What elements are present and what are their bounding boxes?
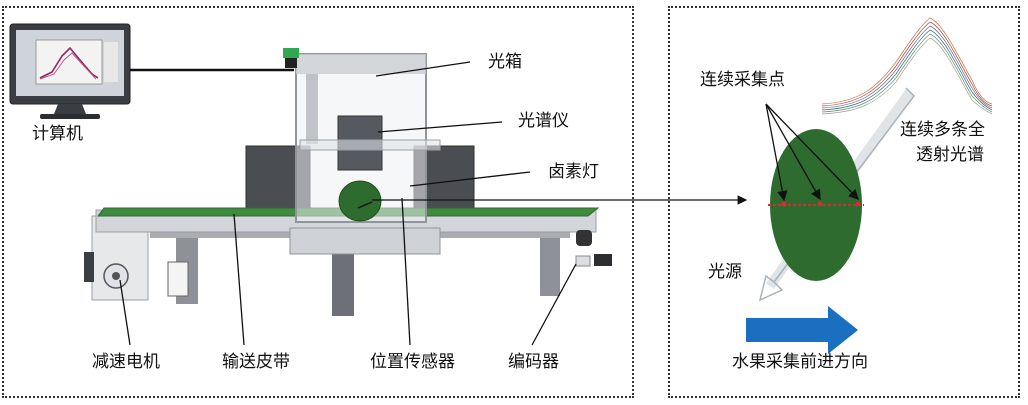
sampling-pointers <box>765 103 859 202</box>
equipment-panel <box>2 6 634 398</box>
label-continuous-points: 连续采集点 <box>700 70 785 90</box>
label-spectrometer: 光谱仪 <box>518 111 569 131</box>
label-light-source: 光源 <box>708 262 742 282</box>
label-position-sensor: 位置传感器 <box>370 352 455 372</box>
label-conveyor-belt: 输送皮带 <box>222 352 290 372</box>
label-fruit-direction: 水果采集前进方向 <box>732 352 868 372</box>
label-reduction-motor: 减速电机 <box>92 352 160 372</box>
computer-monitor <box>9 23 131 119</box>
label-light-box: 光箱 <box>488 52 522 72</box>
label-halogen-lamp: 卤素灯 <box>548 162 599 182</box>
leader-lines <box>119 61 577 346</box>
detection-principle-panel <box>668 6 1020 398</box>
light-source-arrow <box>758 87 915 302</box>
label-multi-spectra-1: 连续多条全 <box>900 120 985 140</box>
spectra-curves <box>821 17 993 115</box>
label-encoder: 编码器 <box>508 352 559 372</box>
direction-arrow <box>746 306 858 354</box>
conveyor-machine <box>84 48 612 316</box>
label-computer: 计算机 <box>32 124 83 144</box>
sampling-points <box>781 201 861 207</box>
label-multi-spectra-2: 透射光谱 <box>916 145 984 165</box>
